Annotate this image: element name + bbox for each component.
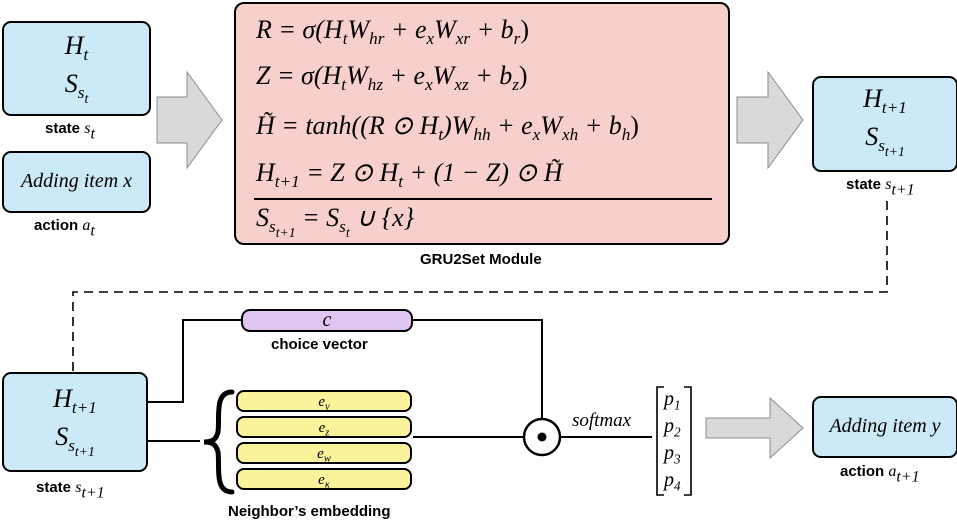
neighbor-embedding-y: ey [236,390,412,412]
state-t1-top-hidden: Ht+1 [863,84,907,117]
line-choice-to-dot [413,319,543,418]
state-t-hidden: Ht [64,31,89,64]
state-t1-bottom-set: Sst+1 [55,422,95,459]
choice-vector-caption: choice vector [271,336,368,353]
action-t1-box: Adding item y [812,396,957,458]
prob-p1: p1 [664,388,681,413]
arrow-state-to-gru [156,70,223,170]
state-t-set: Sst [64,69,89,106]
state-t1-top-set: Sst+1 [865,122,905,159]
prob-p3: p3 [664,442,681,467]
state-t1-top-box: Ht+1 Sst+1 [812,76,957,172]
action-t1-text: Adding item y [829,415,941,437]
state-t1-bottom-hidden: Ht+1 [53,384,97,417]
choice-vector-symbol: c [322,309,332,331]
equation-hidden-update: Ht+1 = Z ⊙ Ht + (1 − Z) ⊙ H̃ [256,158,563,191]
action-t1-caption: action at+1 [840,463,920,486]
curly-brace-icon [203,389,235,495]
action-t-caption: action at [34,217,95,240]
left-bracket-icon [656,386,664,496]
action-t-box: Adding item x [2,151,151,213]
equation-update-gate: Z = σ(HtWhz + exWxz + bz) [256,61,528,94]
state-t1-top-caption: state st+1 [846,176,915,199]
state-t-caption: state st [45,120,95,143]
neighbor-embedding-caption: Neighbor’s embedding [228,503,391,520]
prob-p4: p4 [664,469,681,494]
action-t-text: Adding item x [20,170,133,192]
gru2set-caption: GRU2Set Module [420,251,542,268]
softmax-label: softmax [572,410,632,431]
equation-divider [254,198,712,200]
state-t1-bottom-box: Ht+1 Sst+1 [2,372,148,472]
equation-candidate-state: H̃ = tanh((R ⊙ Ht)Whh + exWxh + bh) [256,111,639,144]
arrow-gru-to-state [736,70,804,170]
state-t-box: Ht Sst [2,21,151,116]
choice-vector-box: c [241,309,413,332]
neighbor-embedding-z: ez [236,416,412,438]
equation-set-update: Sst+1 = Sst ∪ {x} [256,203,415,240]
equation-reset-gate: R = σ(HtWhr + exWxr + br) [256,15,530,48]
state-t1-bottom-caption: state st+1 [36,479,105,502]
neighbor-embedding-kappa: eκ [236,468,412,490]
gru2set-module-box: R = σ(HtWhr + exWxr + br) Z = σ(HtWhz + … [234,2,730,245]
right-bracket-icon [684,386,692,496]
dot-product-center-icon [537,432,547,442]
arrow-probs-to-action [705,396,804,460]
prob-p2: p2 [664,415,681,440]
recurrence-dashed-path [72,201,888,372]
neighbor-embedding-w: ew [236,442,412,464]
